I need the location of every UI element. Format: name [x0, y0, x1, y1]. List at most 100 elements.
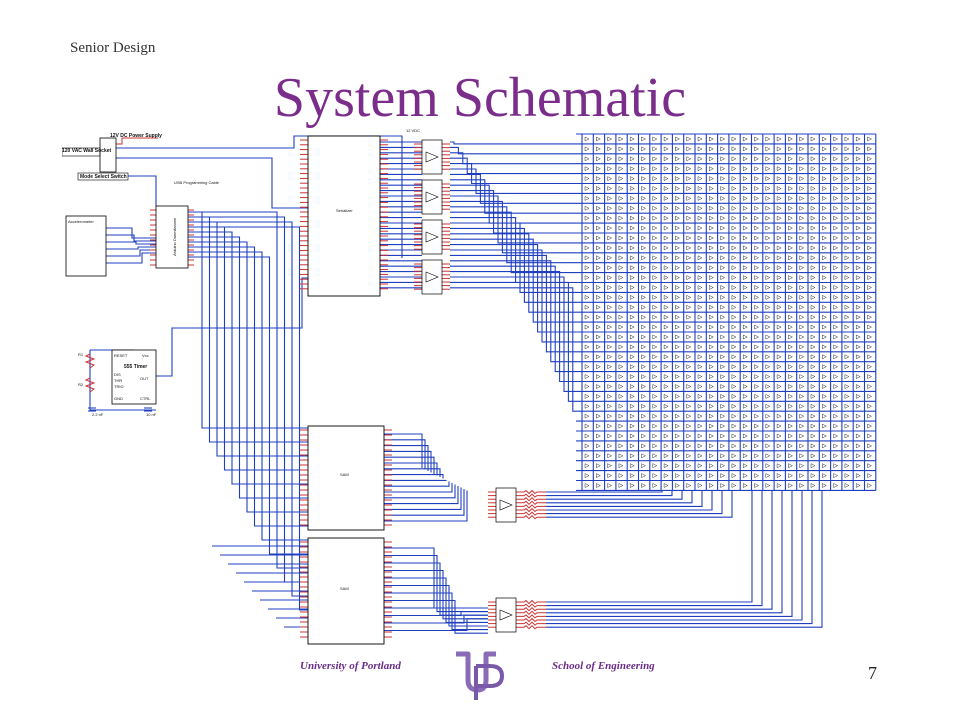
led-diode [788, 364, 793, 370]
led-diode [788, 473, 793, 478]
led-diode [799, 384, 805, 389]
led-diode [652, 403, 658, 409]
led-diode [618, 146, 624, 152]
led-diode [697, 186, 703, 191]
led-diode [675, 354, 680, 360]
led-diode [810, 413, 816, 419]
led-diode [618, 304, 624, 310]
led-diode [844, 304, 850, 310]
vdc-label: 12 VDC [406, 128, 420, 133]
led-diode [810, 176, 816, 181]
led-diode [822, 364, 827, 370]
led-diode [788, 295, 793, 300]
wire [546, 490, 673, 497]
wire [450, 271, 576, 383]
wire [546, 490, 713, 511]
led-diode [810, 483, 816, 488]
led-diode [844, 324, 850, 330]
led-diode [720, 205, 726, 211]
led-diode [799, 245, 805, 251]
school-name: School of Engineering [552, 660, 655, 672]
led-diode [833, 176, 839, 181]
wire [84, 353, 96, 369]
led-diode [754, 394, 759, 399]
led-diode [618, 245, 624, 251]
led-diode [754, 285, 759, 290]
led-diode [584, 235, 590, 241]
led-diode [799, 255, 805, 261]
driver-chip [421, 139, 443, 175]
led-diode [776, 196, 782, 201]
wire [516, 500, 546, 506]
led-diode [810, 146, 816, 152]
led-diode [652, 285, 658, 290]
led-diode [754, 196, 759, 201]
driver-chip [421, 179, 443, 215]
led-diode [856, 146, 861, 152]
led-diode [675, 423, 680, 429]
led-diode [663, 156, 669, 162]
led-diode [731, 314, 737, 320]
serializer-label: Serializer [336, 208, 353, 213]
led-diode [596, 146, 601, 152]
led-diode [822, 295, 827, 300]
led-diode [686, 324, 692, 330]
led-diode [833, 225, 839, 231]
wire [546, 490, 813, 625]
led-diode [754, 136, 759, 142]
led-diode [720, 275, 726, 280]
wire [546, 490, 693, 504]
led-diode [709, 324, 714, 330]
led-diode [697, 483, 703, 488]
led-diode [867, 304, 872, 310]
led-diode [652, 433, 658, 439]
led-diode [844, 413, 850, 419]
led-diode [641, 463, 646, 469]
led-diode [833, 453, 839, 459]
led-diode [652, 314, 658, 320]
wire [188, 216, 308, 583]
led-diode [720, 403, 726, 409]
led-diode [754, 423, 759, 429]
led-diode [731, 225, 737, 231]
led-diode [618, 413, 624, 419]
led-diode [731, 205, 737, 211]
wire [384, 484, 456, 499]
wire [384, 554, 488, 613]
led-diode [799, 423, 805, 429]
led-diode [844, 364, 850, 370]
led-diode [754, 205, 759, 211]
led-diode [596, 394, 601, 399]
wire [384, 599, 488, 634]
led-diode [844, 205, 850, 211]
led-diode [596, 384, 601, 389]
accelerometer-chip [65, 215, 107, 277]
led-diode [810, 374, 816, 379]
led-diode [709, 344, 714, 350]
led-diode [596, 295, 601, 300]
led-diode [720, 304, 726, 310]
slide-title: System Schematic [273, 67, 687, 129]
led-diode [697, 463, 703, 469]
led-diode [675, 453, 680, 459]
wire [450, 168, 576, 194]
led-diode [754, 344, 759, 350]
led-diode [675, 245, 680, 251]
led-diode [618, 374, 624, 379]
led-diode [652, 275, 658, 280]
led-diode [776, 334, 782, 340]
led-diode [697, 196, 703, 201]
led-diode [799, 314, 805, 320]
led-diode [584, 136, 590, 142]
led-diode [652, 255, 658, 261]
wire [89, 350, 156, 411]
led-diode [652, 463, 658, 469]
led-diode [765, 354, 771, 360]
timer-out-pin: OUT [140, 376, 149, 381]
led-diode [731, 374, 737, 379]
led-diode [810, 304, 816, 310]
led-diode [663, 314, 669, 320]
led-diode [686, 225, 692, 231]
led-diode [867, 156, 872, 162]
led-diode [822, 314, 827, 320]
